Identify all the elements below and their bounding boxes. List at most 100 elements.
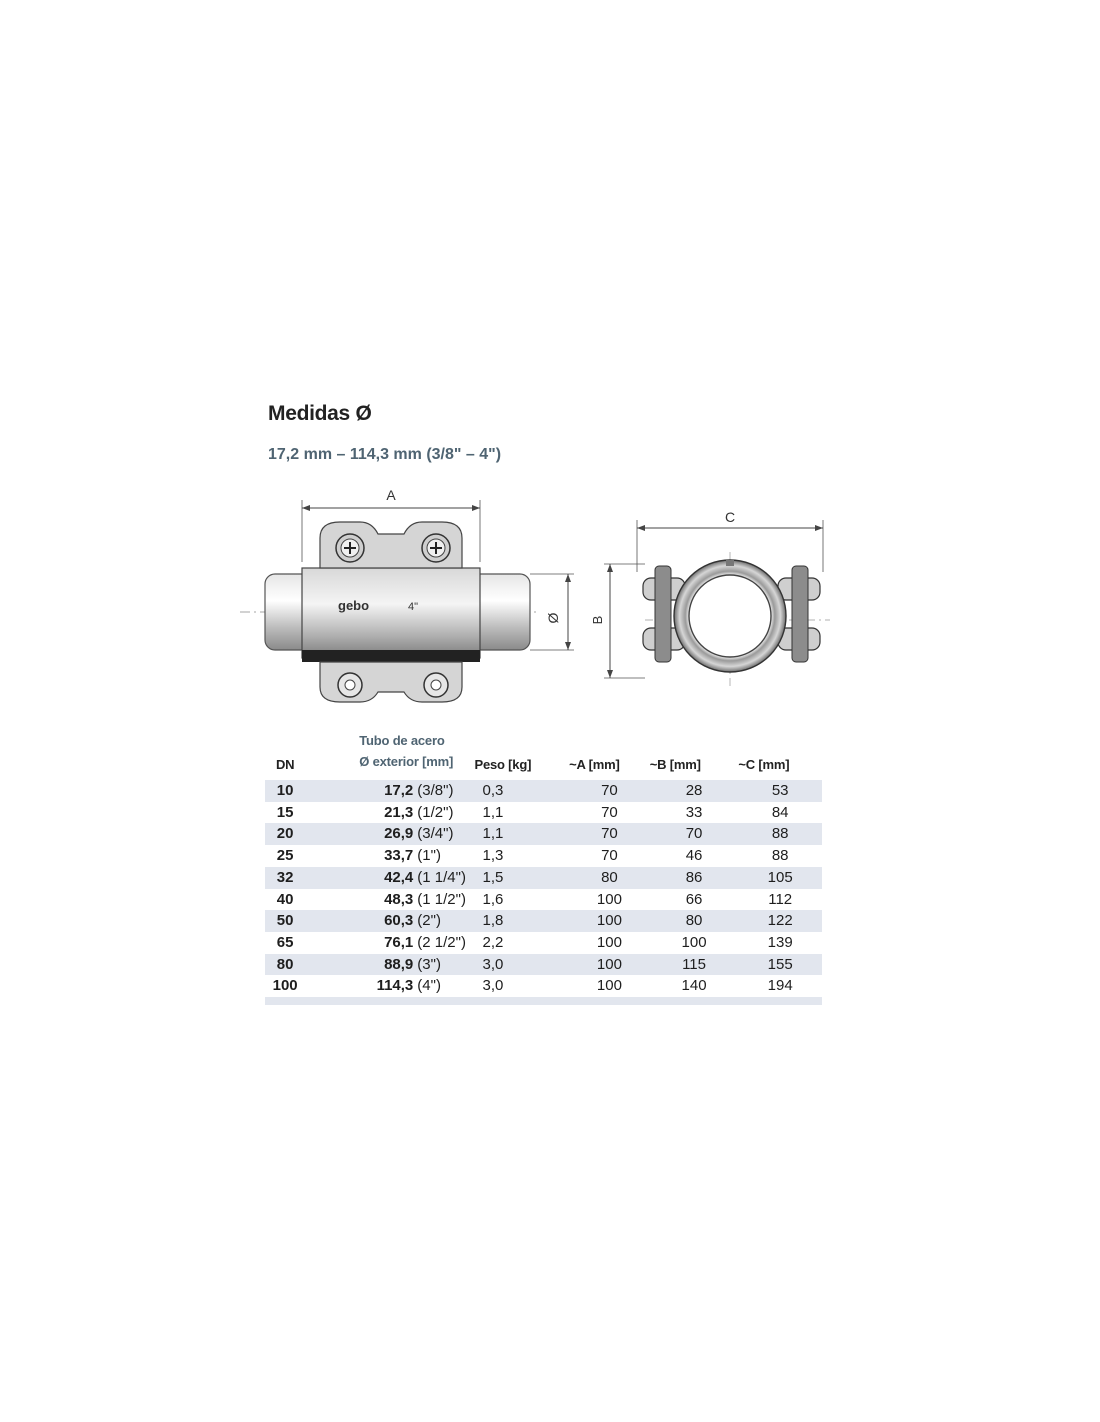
cell-tube: 26,9(3/4") [305,823,475,846]
cell-tube: 60,3(2") [305,910,475,932]
cell-c: 139 [767,933,793,951]
body-marking: gebo [338,598,369,613]
dimension-a: A [301,487,481,562]
cell-tube: 33,7(1") [305,845,474,867]
cell-b: 70 [649,823,739,846]
clamp-end-view [642,552,830,687]
cell-tube-mm: 26,9 [384,825,414,843]
col-header-peso: Peso [kg] [474,757,532,772]
cell-tube-mm: 33,7 [384,847,414,865]
cell-b: 46 [685,847,703,865]
table-footer-cell [265,997,822,1006]
cell-b: 80 [649,910,739,932]
cell-a: 70 [569,823,650,846]
cell-tube: 114,3(4") [305,975,474,997]
clamp-body-side-view: gebo 4" [301,521,481,703]
body-size-marking: 4" [408,601,418,613]
cell-tube: 88,9(3") [305,953,475,976]
dimension-c: C [636,509,824,572]
col-header-c: ~C [mm] [738,757,790,772]
cell-peso: 1,3 [482,847,504,865]
cell-tube-mm: 21,3 [384,803,414,821]
cell-dn: 32 [265,866,306,889]
cell-tube-inch: (4") [417,977,441,995]
table-row: 100 114,3(4") 3,0 100 140 194 [265,975,822,997]
cell-dn: 50 [265,910,306,932]
cell-dn: 25 [276,847,294,865]
cell-b: 140 [681,977,707,995]
cell-a: 100 [596,977,622,995]
cell-dn: 15 [276,803,294,821]
table-footer-band [265,997,822,1006]
cell-peso: 0,3 [474,780,570,802]
cell-peso: 1,8 [474,910,570,932]
cell-a: 70 [601,803,618,821]
cell-a: 80 [569,866,650,889]
bolt-head-icon [335,533,365,563]
cell-dn: 40 [276,890,294,908]
cell-tube: 76,1(2 1/2") [305,932,474,954]
cell-c: 53 [738,780,822,802]
cell-dn: 10 [265,780,306,802]
cell-tube: 21,3(1/2") [305,802,474,824]
cell-tube-inch: (2") [417,912,441,930]
col-header-a: ~A [mm] [569,757,620,772]
nut-icon [423,672,449,698]
cell-a: 100 [596,890,622,908]
col-header-tube: Tubo de acero Ø exterior [mm] [305,730,474,780]
clamp-technical-drawing: A gebo 4" [240,487,830,703]
dimension-b: B [590,563,645,679]
cell-tube: 42,4(1 1/4") [305,866,475,889]
cell-c: 84 [771,803,789,821]
cell-tube-inch: (3/4") [417,825,454,843]
col-header-tube-line1: Tubo de acero [359,733,445,748]
cell-tube-mm: 114,3 [376,977,414,995]
cell-c: 112 [768,890,793,908]
cell-a: 100 [596,933,622,951]
page-title: Medidas Ø [268,402,372,425]
cell-peso: 1,1 [482,803,504,821]
cell-dn: 100 [272,977,298,995]
cell-b: 86 [649,866,739,889]
cell-c: 155 [738,953,822,976]
cell-peso: 3,0 [482,977,504,995]
size-range-subtitle: 17,2 mm – 114,3 mm (3/8" – 4") [268,446,502,463]
cell-a: 100 [569,910,650,932]
cell-tube-mm: 17,2 [384,782,414,799]
cell-a: 70 [569,780,650,802]
cell-peso: 1,5 [474,866,570,889]
cell-dn: 65 [276,933,294,951]
cell-b: 66 [685,890,703,908]
cell-tube-mm: 76,1 [384,933,414,951]
table-header-row: DN Tubo de acero Ø exterior [mm] Peso [k… [265,730,822,780]
dimension-diameter: Ø [530,573,574,651]
cell-c: 122 [738,910,822,932]
dim-c-label: C [725,509,735,525]
cell-tube-inch: (3/8") [417,782,454,799]
dim-diameter-label: Ø [545,612,561,623]
cell-tube-mm: 60,3 [384,912,414,930]
cell-tube-inch: (2 1/2") [417,933,466,951]
cell-dn: 20 [265,823,306,846]
cell-a: 70 [601,847,618,865]
cell-c: 88 [738,823,822,846]
cell-tube-inch: (1") [417,847,441,865]
cell-b: 115 [649,953,739,976]
cell-tube-mm: 48,3 [384,890,414,908]
cell-tube-inch: (1 1/4") [417,868,466,886]
cell-tube: 17,2(3/8") [305,780,475,802]
col-header-dn: DN [275,757,295,772]
cell-tube-mm: 42,4 [384,868,414,886]
cell-c: 194 [767,977,793,995]
dim-a-label: A [386,487,396,503]
col-header-b: ~B [mm] [649,757,701,772]
